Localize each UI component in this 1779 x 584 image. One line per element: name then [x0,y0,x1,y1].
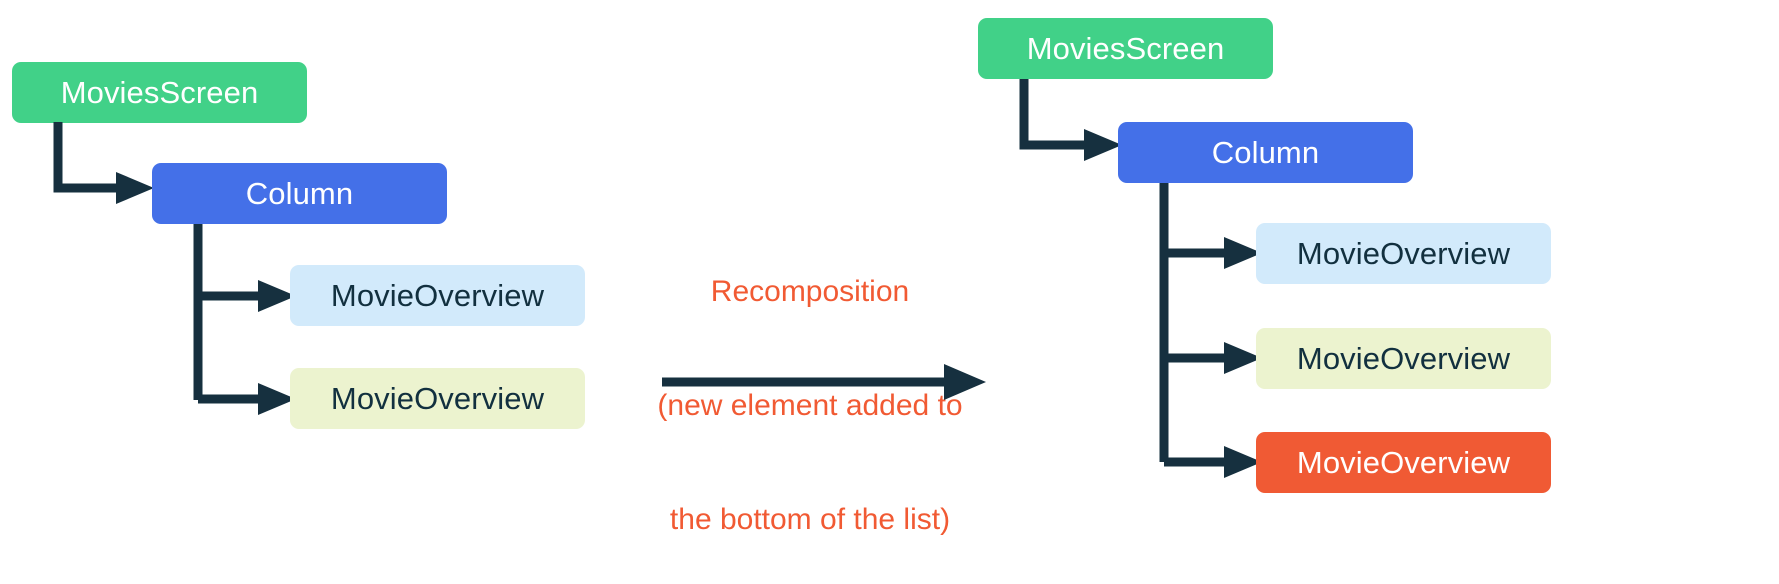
after-edges-column-to-overviews [1159,183,1262,478]
before-edge-movies-screen-to-column [53,122,154,204]
transition-label-line-1: Recomposition [710,275,910,308]
before-node-movies-screen-label: MoviesScreen [60,75,259,110]
after-node-overview-3-label: MovieOverview [1296,445,1511,480]
transition-label-line-2: (new element added to [657,389,963,422]
after-node-overview-3[interactable]: MovieOverview [1256,432,1551,493]
after-edge-movies-screen-to-column [1019,79,1122,161]
after-node-column[interactable]: Column [1118,122,1413,183]
after-node-overview-2[interactable]: MovieOverview [1256,328,1551,389]
before-edges-column-to-overviews [193,224,296,415]
before-node-overview-2[interactable]: MovieOverview [290,368,585,429]
before-node-column-label: Column [245,176,354,211]
transition-arrow [662,364,986,400]
after-node-column-label: Column [1211,135,1320,170]
transition-label-line-3: the bottom of the list) [669,503,951,536]
before-node-overview-1[interactable]: MovieOverview [290,265,585,326]
after-node-movies-screen[interactable]: MoviesScreen [978,18,1273,79]
after-node-movies-screen-label: MoviesScreen [1026,31,1225,66]
after-node-overview-2-label: MovieOverview [1296,341,1511,376]
after-node-overview-1-label: MovieOverview [1296,236,1511,271]
before-node-movies-screen[interactable]: MoviesScreen [12,62,307,123]
before-node-column[interactable]: Column [152,163,447,224]
before-node-overview-2-label: MovieOverview [330,381,545,416]
before-node-overview-1-label: MovieOverview [330,278,545,313]
after-node-overview-1[interactable]: MovieOverview [1256,223,1551,284]
transition-label: Recomposition (new element added to the … [655,197,965,584]
